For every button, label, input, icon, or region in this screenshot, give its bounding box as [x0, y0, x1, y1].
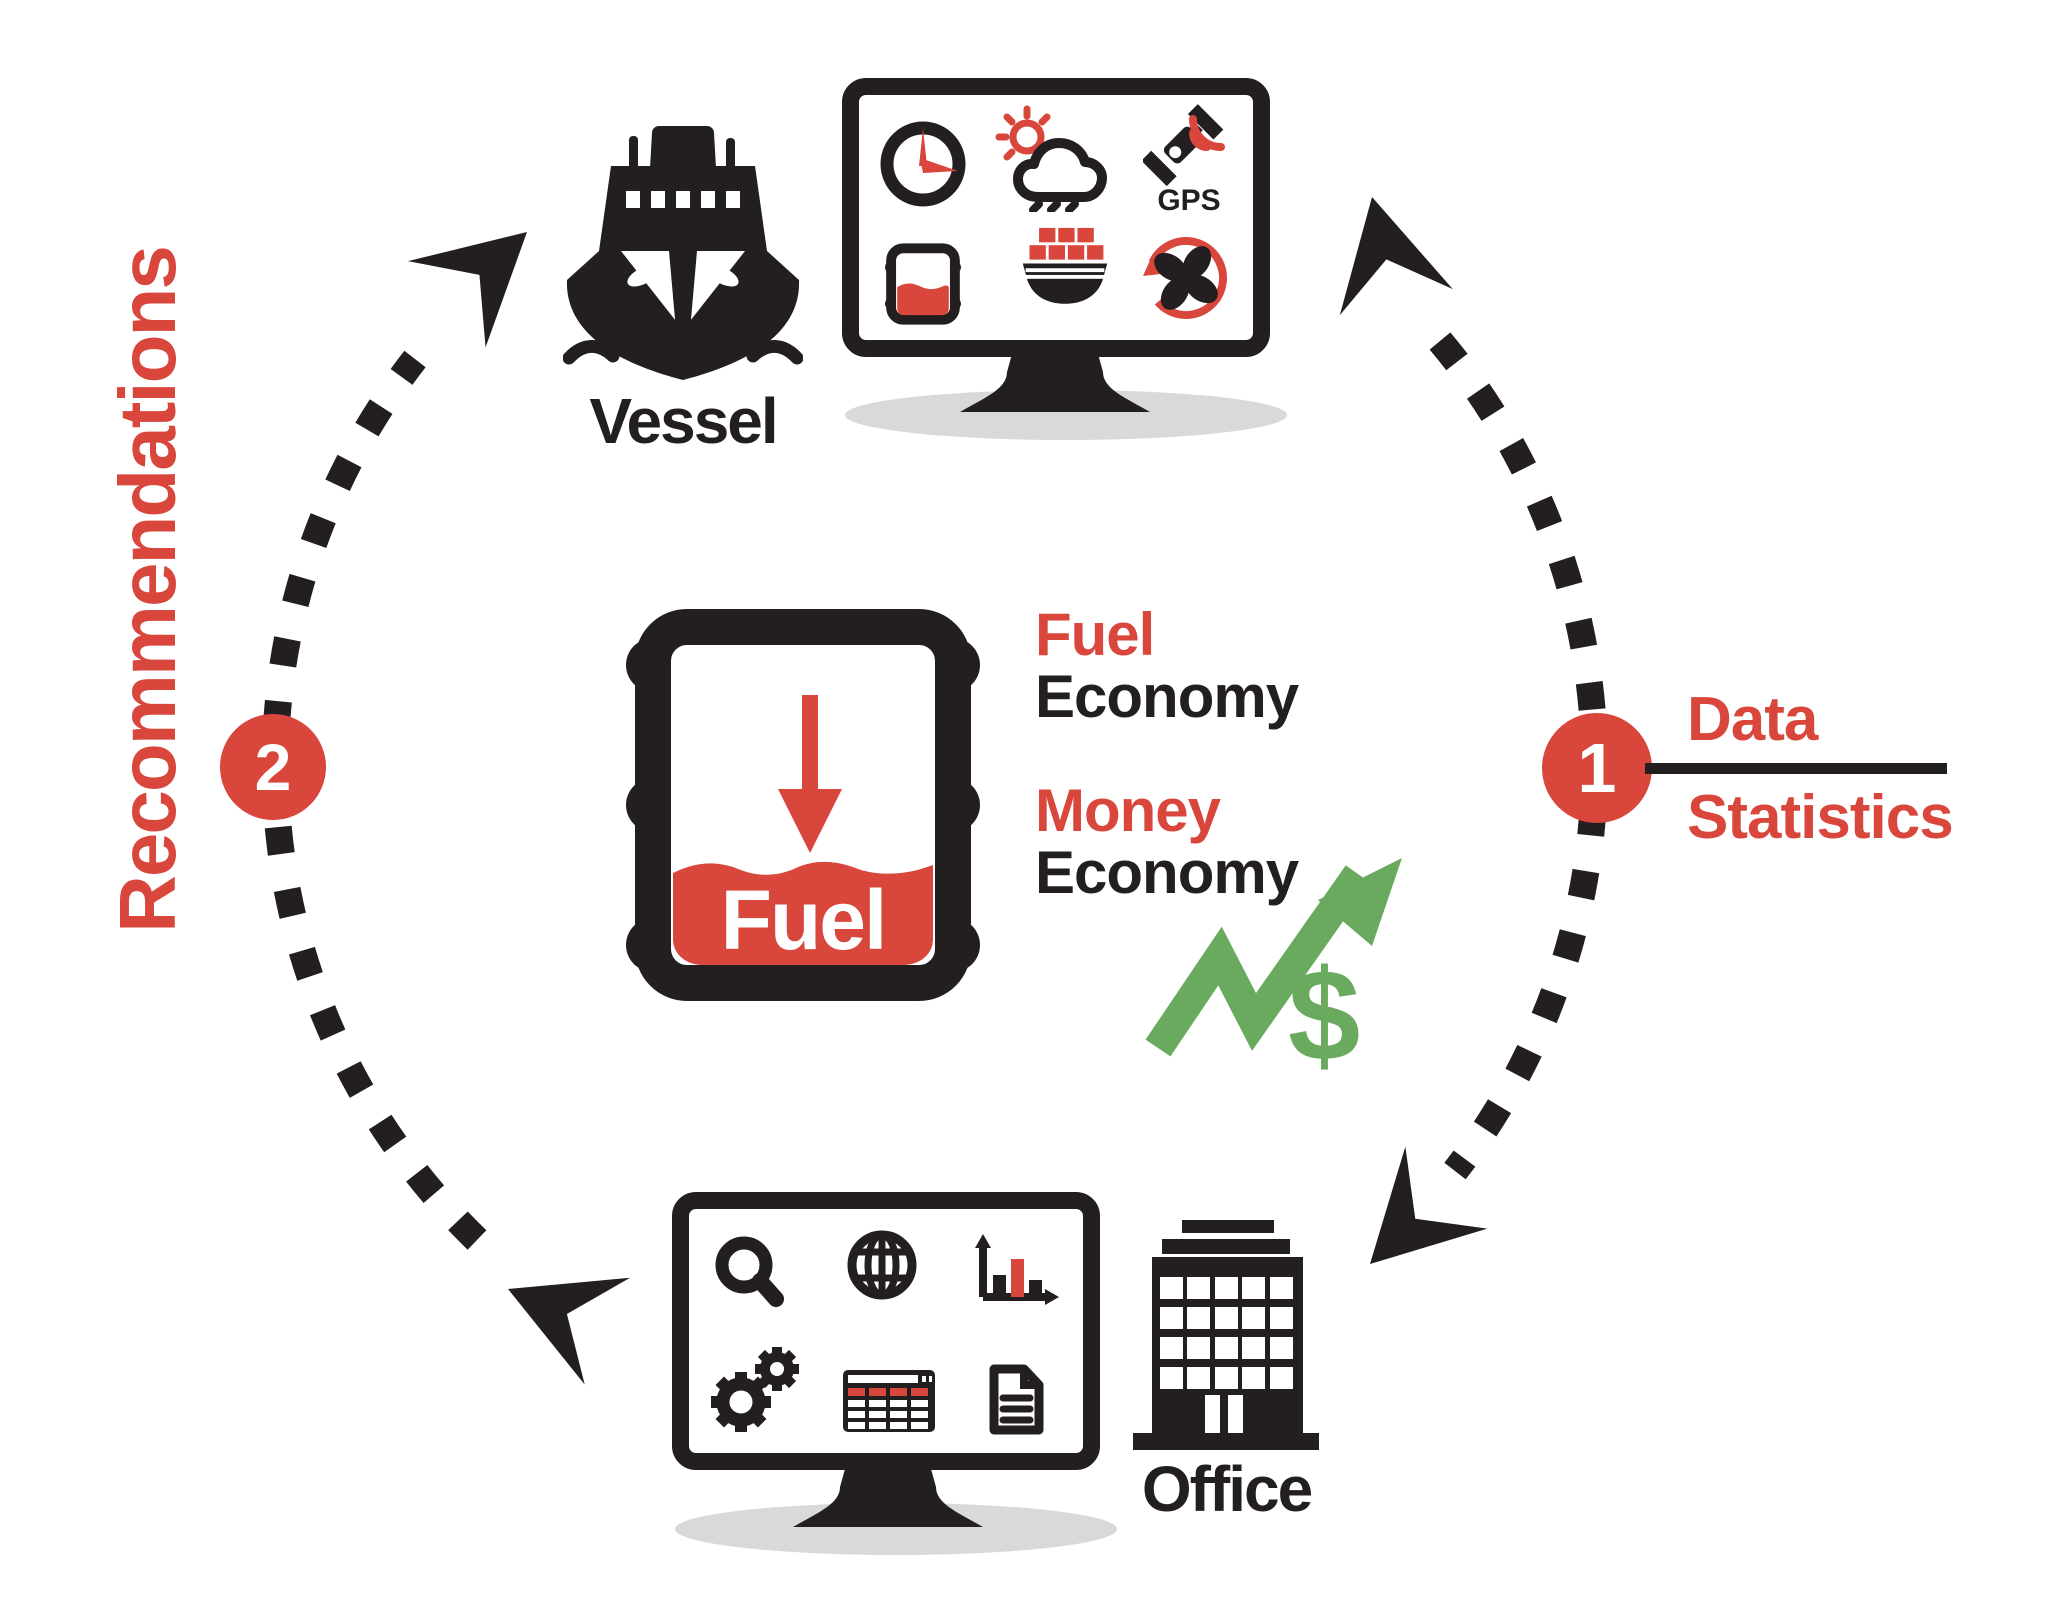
- fuel-barrel-graphic: Fuel: [626, 609, 980, 1001]
- engine-fan-icon: [1143, 237, 1227, 319]
- step1-badge: 1: [1542, 713, 1652, 823]
- money-economy-highlight: Money: [1035, 777, 1221, 844]
- arrowhead-to-vessel: [407, 232, 527, 348]
- gps-label: GPS: [1157, 184, 1220, 215]
- fuel-level: [673, 861, 933, 965]
- spreadsheet-icon: [843, 1370, 935, 1432]
- fuel-barrel-label: Fuel: [721, 873, 886, 967]
- fuel-economy-label: Fuel Economy: [1035, 601, 1299, 730]
- arrowhead-to-office: [1370, 1146, 1488, 1264]
- clock-icon: [880, 121, 966, 207]
- step2-badge: 2: [220, 714, 326, 820]
- cargo-ship-icon: [1022, 227, 1108, 304]
- vessel-monitor-stand: [960, 354, 1150, 412]
- money-economy-label: Money Economy: [1035, 777, 1299, 906]
- arrowhead-top-right: [1339, 197, 1453, 316]
- gears-icon: [711, 1347, 799, 1432]
- step2-number: 2: [254, 730, 292, 804]
- data-title: Data: [1687, 685, 1818, 754]
- office-label: Office: [1141, 1453, 1313, 1525]
- office-building-icon: [1133, 1220, 1319, 1450]
- arrowhead-bottom-left: [508, 1277, 631, 1385]
- vessel-label: Vessel: [589, 385, 778, 457]
- globe-icon: [847, 1230, 917, 1300]
- document-icon: [989, 1364, 1044, 1435]
- recommendations-label: Recommendations: [103, 247, 192, 933]
- profit-growth-arrow: [1145, 858, 1402, 1057]
- statistics-title: Statistics: [1687, 783, 1954, 852]
- office-monitor-stand: [793, 1469, 983, 1527]
- fuel-barrel-icon: [885, 243, 961, 325]
- dollar-sign: $: [1288, 942, 1361, 1088]
- money-economy-rest: Economy: [1035, 839, 1299, 906]
- bar-chart-icon: [975, 1234, 1059, 1305]
- vessel-ship-icon: [563, 126, 803, 380]
- fuel-economy-rest: Economy: [1035, 663, 1299, 730]
- fuel-economy-highlight: Fuel: [1035, 601, 1155, 668]
- gps-satellite-icon: GPS: [1143, 104, 1225, 215]
- search-icon: [715, 1236, 784, 1307]
- weather-icon: [995, 105, 1107, 212]
- recommendations-flow-arc: [261, 350, 487, 1250]
- step1-divider-line: [1645, 763, 1947, 774]
- step1-number: 1: [1577, 729, 1617, 807]
- fuel-decrease-arrow: [778, 695, 842, 853]
